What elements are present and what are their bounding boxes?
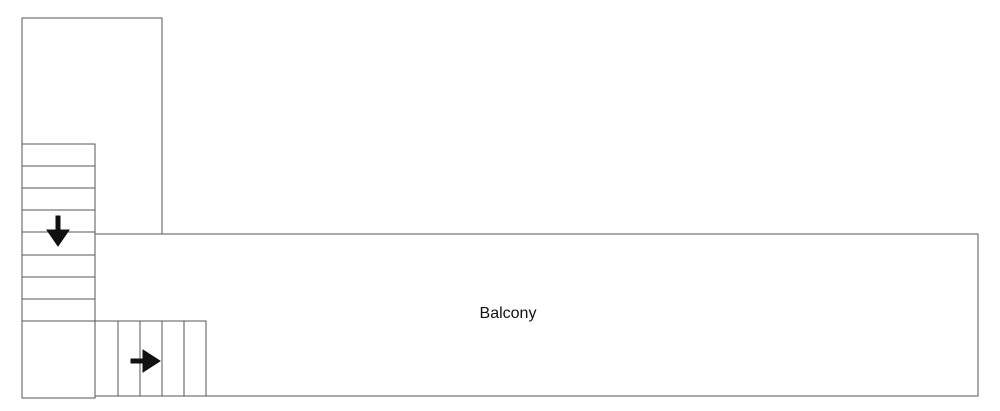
balcony-outline	[94, 233, 979, 397]
horizontal-stair-outline	[94, 320, 207, 397]
balcony-label: Balcony	[480, 305, 537, 322]
vertical-stair-outline	[21, 143, 96, 399]
arrow-down-icon	[46, 215, 70, 247]
upper-room-outline	[21, 17, 163, 398]
vertical-stair-flight	[21, 143, 96, 399]
arrow-right-icon	[130, 349, 161, 373]
